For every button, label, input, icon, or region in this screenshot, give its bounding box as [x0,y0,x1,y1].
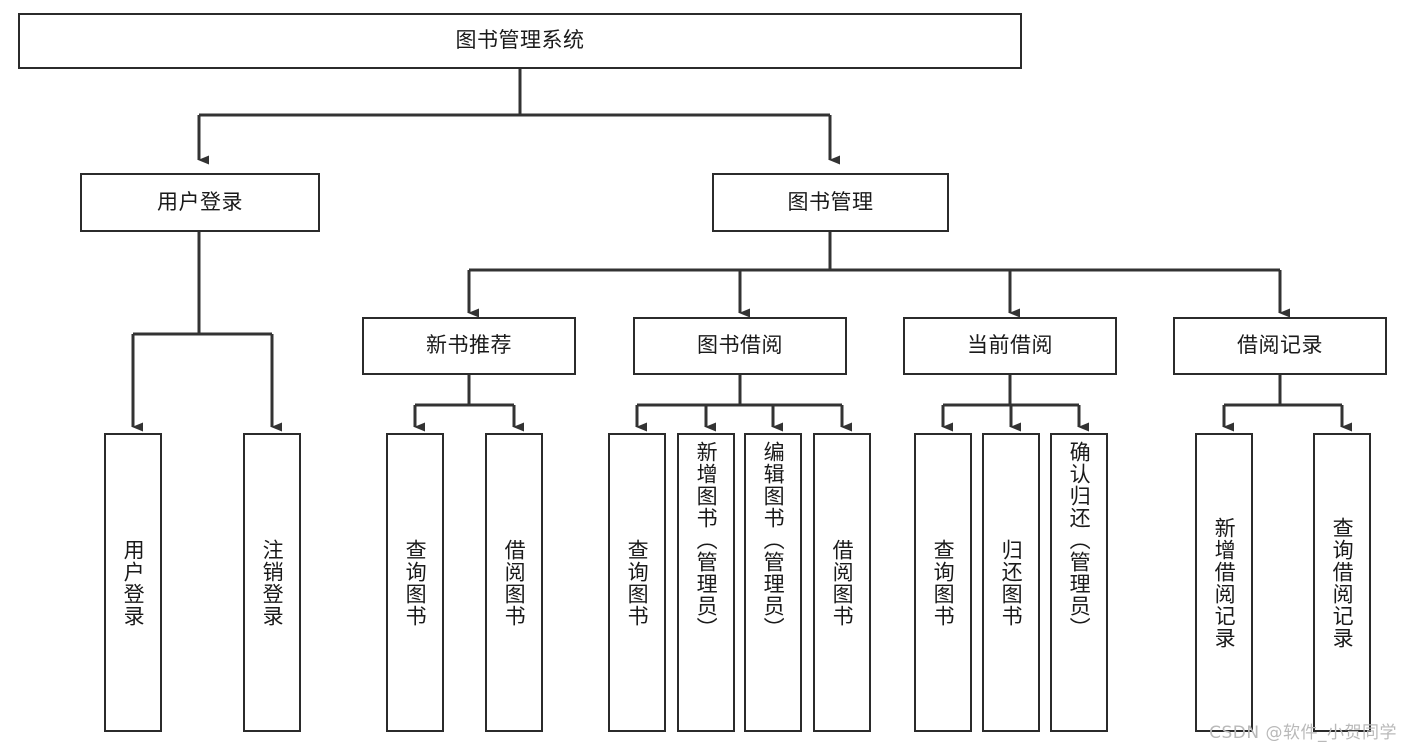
leaf-records-add-record-label: 新增借阅记录 [1212,516,1237,649]
leaf-current-return-book-label: 归还图书 [999,538,1024,627]
leaf-current-confirm-return-label: 确认归还（管理员） [1067,441,1092,639]
watermark-text: CSDN @软件_小贺同学 [1209,723,1397,743]
node-book-borrow[interactable]: 图书借阅 [633,317,847,375]
node-user-login-label: 用户登录 [157,189,243,214]
leaf-current-return-book[interactable]: 归还图书 [982,433,1040,732]
node-root-label: 图书管理系统 [455,28,585,53]
leaf-current-query-book-label: 查询图书 [931,538,956,627]
leaf-borrow-edit-book[interactable]: 编辑图书（管理员） [744,433,802,732]
node-new-book-recommend[interactable]: 新书推荐 [362,317,576,375]
leaf-records-add-record[interactable]: 新增借阅记录 [1195,433,1253,732]
leaf-recommend-borrow-book-label: 借阅图书 [502,538,527,627]
node-current-borrow[interactable]: 当前借阅 [903,317,1117,375]
leaf-user-login-signout[interactable]: 注销登录 [243,433,301,732]
leaf-current-confirm-return[interactable]: 确认归还（管理员） [1050,433,1108,732]
leaf-borrow-borrow-book[interactable]: 借阅图书 [813,433,871,732]
leaf-recommend-query-book-label: 查询图书 [403,538,428,627]
node-user-login[interactable]: 用户登录 [80,173,320,232]
leaf-borrow-query-book[interactable]: 查询图书 [608,433,666,732]
leaf-records-query-record-label: 查询借阅记录 [1330,516,1355,649]
leaf-borrow-add-book[interactable]: 新增图书（管理员） [677,433,735,732]
leaf-borrow-borrow-book-label: 借阅图书 [830,538,855,627]
node-book-management[interactable]: 图书管理 [712,173,949,232]
leaf-borrow-edit-book-label: 编辑图书（管理员） [761,441,786,639]
node-borrow-records-label: 借阅记录 [1237,333,1323,358]
node-new-book-recommend-label: 新书推荐 [426,333,512,358]
leaf-current-query-book[interactable]: 查询图书 [914,433,972,732]
leaf-recommend-borrow-book[interactable]: 借阅图书 [485,433,543,732]
node-current-borrow-label: 当前借阅 [967,333,1053,358]
leaf-borrow-add-book-label: 新增图书（管理员） [694,441,719,639]
leaf-user-login-signin[interactable]: 用户登录 [104,433,162,732]
leaf-recommend-query-book[interactable]: 查询图书 [386,433,444,732]
node-book-borrow-label: 图书借阅 [697,333,783,358]
leaf-borrow-query-book-label: 查询图书 [625,538,650,627]
node-root[interactable]: 图书管理系统 [18,13,1022,69]
node-book-management-label: 图书管理 [787,189,874,214]
leaf-user-login-signout-label: 注销登录 [260,538,285,627]
node-borrow-records[interactable]: 借阅记录 [1173,317,1387,375]
leaf-user-login-signin-label: 用户登录 [121,538,146,627]
leaf-records-query-record[interactable]: 查询借阅记录 [1313,433,1371,732]
